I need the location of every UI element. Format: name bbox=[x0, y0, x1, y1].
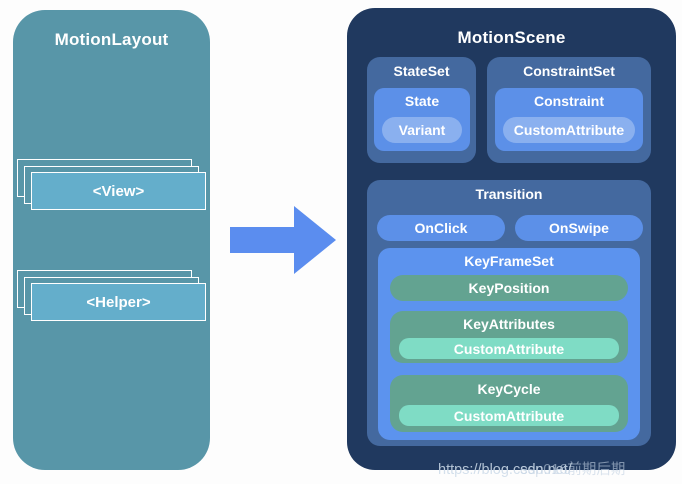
keyattributes-customattribute-pill: CustomAttribute bbox=[399, 338, 619, 359]
variant-pill: Variant bbox=[382, 117, 462, 143]
keycycle-box: KeyCycle CustomAttribute bbox=[390, 375, 628, 432]
keycycle-title: KeyCycle bbox=[477, 381, 541, 397]
csdn-watermark: https://blog.csdn.net/esp016前期后期 bbox=[438, 458, 625, 478]
helper-card-stack: <Helper> bbox=[17, 270, 210, 322]
motionscene-title: MotionScene bbox=[457, 28, 566, 47]
onswipe-pill: OnSwipe bbox=[515, 215, 643, 241]
constraint-customattribute-pill: CustomAttribute bbox=[503, 117, 635, 143]
state-title: State bbox=[404, 93, 440, 109]
csdn-watermark-user: esp016前期后期 bbox=[519, 462, 626, 478]
constraint-box: Constraint CustomAttribute bbox=[495, 88, 643, 151]
constraintset-title: ConstraintSet bbox=[523, 63, 615, 79]
onclick-pill: OnClick bbox=[377, 215, 505, 241]
keyattributes-box: KeyAttributes CustomAttribute bbox=[390, 311, 628, 363]
state-box: State Variant bbox=[374, 88, 470, 151]
keyposition-bar: KeyPosition bbox=[390, 275, 628, 301]
keyframeset-box: KeyFrameSet KeyPosition KeyAttributes Cu… bbox=[378, 248, 640, 440]
view-card-stack: <View> bbox=[17, 159, 210, 211]
helper-card-front: <Helper> bbox=[31, 283, 206, 321]
stateset-title: StateSet bbox=[393, 63, 450, 79]
transition-title: Transition bbox=[475, 186, 543, 202]
constraintset-box: ConstraintSet Constraint CustomAttribute bbox=[487, 57, 651, 163]
right-arrow-head-icon bbox=[294, 206, 336, 274]
constraint-title: Constraint bbox=[534, 93, 604, 109]
keyframeset-title: KeyFrameSet bbox=[464, 253, 554, 269]
motionlayout-panel: MotionLayout <View> <Helper> bbox=[13, 10, 210, 470]
csdn-watermark-url: https://blog.csdn.net/ bbox=[438, 462, 572, 478]
stateset-box: StateSet State Variant bbox=[367, 57, 476, 163]
motionscene-panel: MotionScene StateSet State Variant Const… bbox=[347, 8, 676, 470]
transition-box: Transition OnClick OnSwipe KeyFrameSet K… bbox=[367, 180, 651, 446]
keycycle-customattribute-pill: CustomAttribute bbox=[399, 405, 619, 426]
view-card-front: <View> bbox=[31, 172, 206, 210]
keyattributes-title: KeyAttributes bbox=[463, 316, 555, 332]
right-arrow-icon bbox=[230, 227, 296, 253]
motionlayout-title: MotionLayout bbox=[54, 30, 169, 49]
